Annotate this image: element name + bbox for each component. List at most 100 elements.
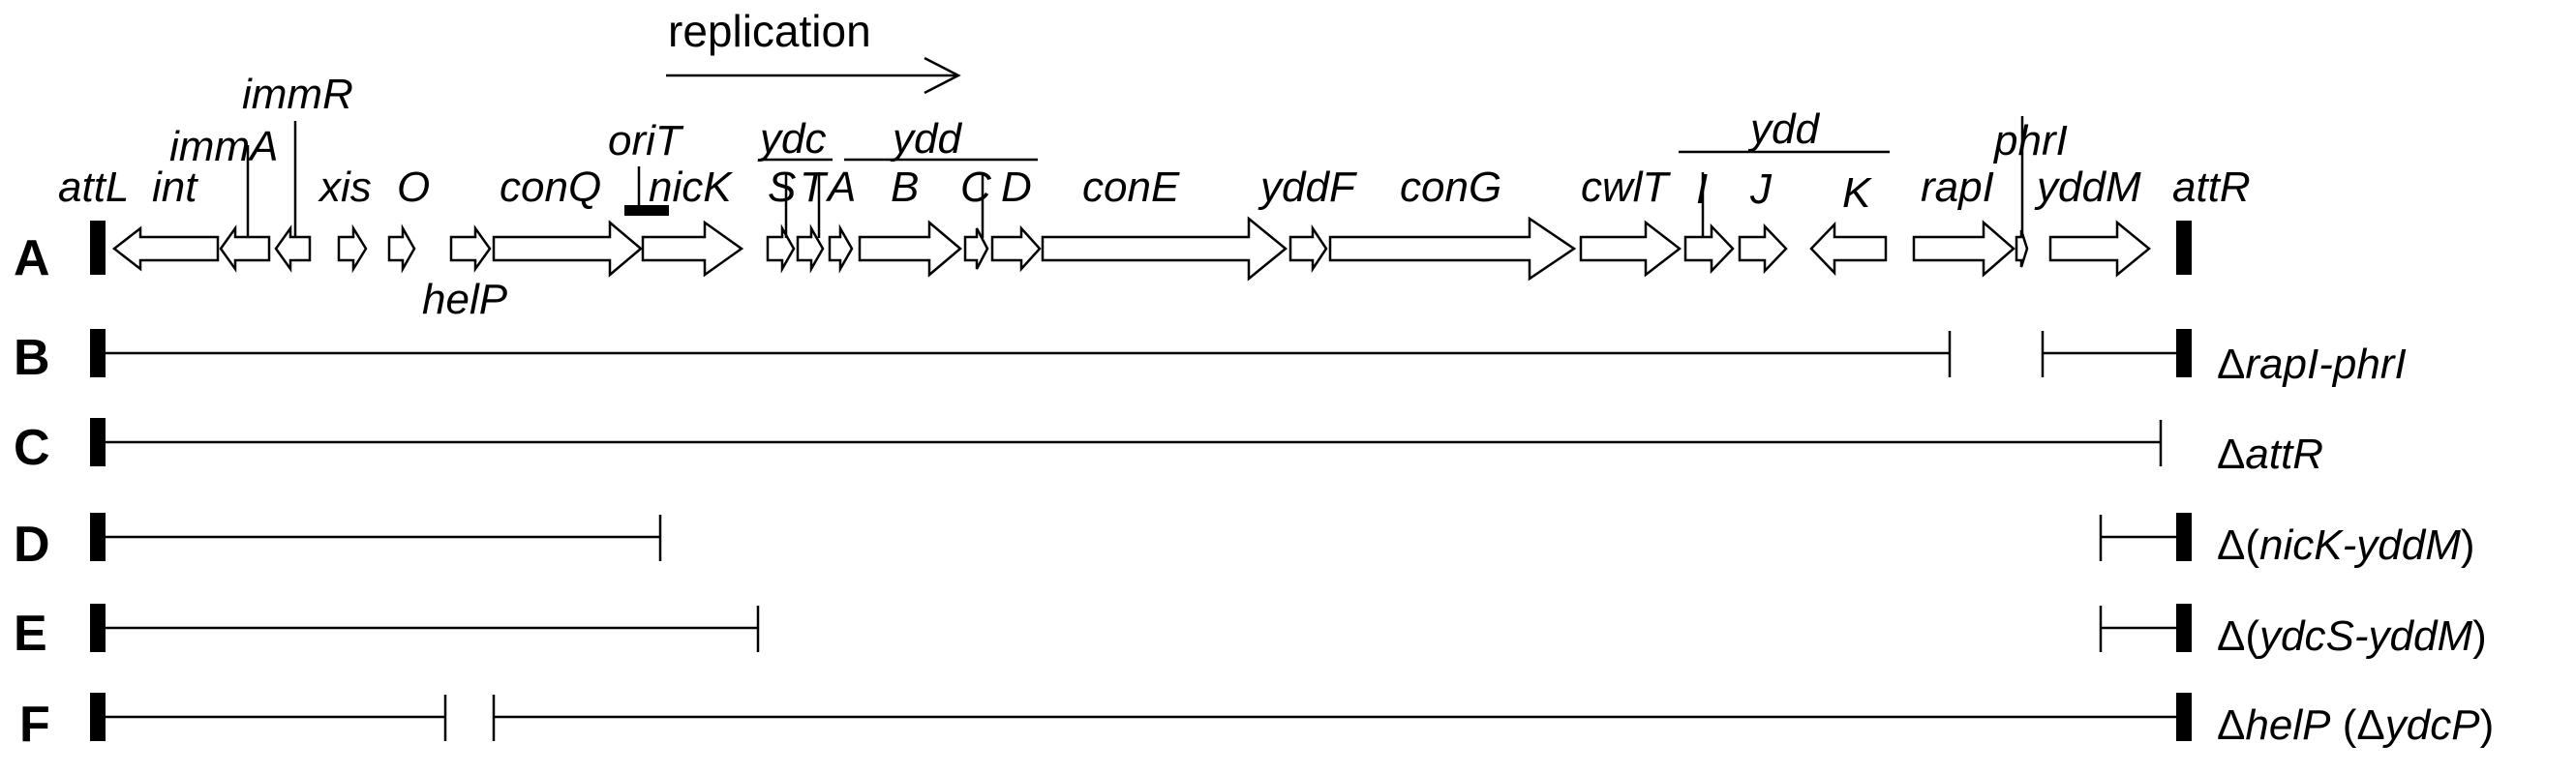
label-conQ: conQ (500, 164, 601, 211)
label-xis: xis (318, 164, 372, 211)
row-b-attR (2176, 329, 2192, 377)
label-attL: attL (58, 164, 129, 211)
gene-yddC (963, 227, 989, 270)
row-e-attR (2176, 604, 2192, 652)
label-yddF: yddF (1258, 164, 1357, 211)
deletion-e-name: ydcS-yddM (2257, 612, 2472, 660)
deletion-e-post: ) (2472, 612, 2487, 660)
row-c-attL (90, 418, 106, 466)
row-letter-e: E (14, 606, 47, 662)
gene-conG (1328, 216, 1577, 282)
deletion-c-sym: Δ (2217, 431, 2245, 478)
label-nicK: nicK (649, 164, 733, 211)
deletion-labels: ΔrapI-phrI ΔattR Δ(nicK-yddM) Δ(ydcS-ydd… (2217, 341, 2494, 749)
gene-rapI (1912, 220, 2015, 278)
gene-conE (1041, 216, 1288, 282)
row-letter-a: A (14, 230, 50, 286)
label-conE: conE (1082, 164, 1180, 211)
label-S: S (768, 164, 796, 211)
gene-ydcT (796, 223, 825, 274)
oriT-site (624, 205, 669, 216)
label-attR: attR (2172, 164, 2251, 211)
gene-immR (274, 224, 312, 273)
gene-yddI (1683, 223, 1735, 275)
gene-nicK (641, 220, 744, 278)
deletion-rows (90, 329, 2192, 741)
row-d-attR (2176, 513, 2192, 561)
deletion-f-mid: (Δ (2330, 701, 2384, 749)
label-immR: immR (242, 71, 353, 118)
deletion-label-e: Δ(ydcS-yddM) (2217, 612, 2487, 660)
row-b-attL (90, 329, 106, 377)
replication-arrow-head (924, 56, 961, 95)
label-I: I (1696, 165, 1708, 213)
label-O: O (397, 164, 430, 211)
row-letter-c: C (14, 420, 50, 476)
deletion-f-name: helP (2245, 701, 2331, 749)
attR-site (2176, 221, 2192, 275)
deletion-f-sym: Δ (2217, 701, 2245, 749)
row-f-attL (90, 693, 106, 741)
replication-label: replication (668, 6, 871, 56)
gene-ydcS (766, 223, 796, 274)
row-letter-b: B (14, 330, 50, 386)
gene-yddJ (1738, 223, 1788, 275)
row-d-attL (90, 513, 106, 561)
label-K: K (1842, 169, 1872, 217)
label-oriT: oriT (608, 117, 684, 164)
gene-arrows (111, 216, 2151, 282)
gene-cwlT (1579, 220, 1682, 278)
row-f-attR (2176, 693, 2192, 741)
label-immA: immA (169, 123, 278, 170)
gene-int (111, 225, 220, 272)
label-phrI: phrI (1992, 117, 2068, 164)
deletion-d-sym: Δ( (2217, 521, 2259, 569)
gene-xis (337, 223, 368, 274)
gene-helP (449, 224, 492, 273)
deletion-b-name: rapI-phrI (2245, 341, 2406, 388)
gene-labels: attL int immA immR xis O helP conQ oriT … (58, 71, 2251, 323)
label-rapI: rapI (1921, 164, 1994, 211)
row-letter-d: D (14, 517, 50, 573)
label-cwlT: cwlT (1581, 164, 1672, 211)
gene-yddM (2048, 220, 2151, 278)
deletion-f-post: ) (2480, 701, 2495, 749)
label-int: int (152, 164, 198, 211)
deletion-label-b: ΔrapI-phrI (2217, 341, 2407, 388)
deletion-b-sym: Δ (2217, 341, 2245, 388)
deletion-label-d: Δ(nicK-yddM) (2217, 521, 2475, 569)
deletion-d-post: ) (2461, 521, 2475, 569)
gene-yddK (1809, 221, 1888, 277)
deletion-e-sym: Δ( (2217, 612, 2259, 660)
gene-yddA (828, 223, 854, 274)
replication-direction: replication (666, 6, 961, 95)
label-leaders (246, 116, 2024, 238)
gene-yddB (858, 220, 962, 278)
label-D: D (1001, 164, 1032, 211)
gene-yddF (1288, 223, 1328, 274)
label-ydd-top: ydd (890, 115, 962, 163)
label-J: J (1749, 165, 1773, 213)
label-conG: conG (1400, 164, 1501, 211)
attL-site (90, 221, 106, 275)
deletion-f-name2: ydcP (2382, 701, 2480, 749)
gene-yddD (990, 224, 1042, 273)
label-C: C (960, 164, 992, 211)
label-A: A (825, 164, 856, 211)
label-T: T (800, 164, 829, 211)
row-letters: A B C D E F (14, 230, 50, 753)
label-yddM: yddM (2034, 164, 2141, 211)
deletion-c-name: attR (2245, 431, 2323, 478)
row-e-attL (90, 604, 106, 652)
label-helP: helP (422, 276, 508, 323)
deletion-label-c: ΔattR (2217, 431, 2323, 478)
row-letter-f: F (19, 697, 50, 753)
label-B: B (891, 164, 919, 211)
label-ydd-right: ydd (1747, 105, 1820, 153)
gene-O (387, 223, 416, 274)
gene-conQ (492, 220, 643, 278)
gene-immA (219, 224, 271, 273)
deletion-label-f: ΔhelP (ΔydcP) (2217, 701, 2494, 749)
label-ydc: ydc (757, 115, 826, 163)
